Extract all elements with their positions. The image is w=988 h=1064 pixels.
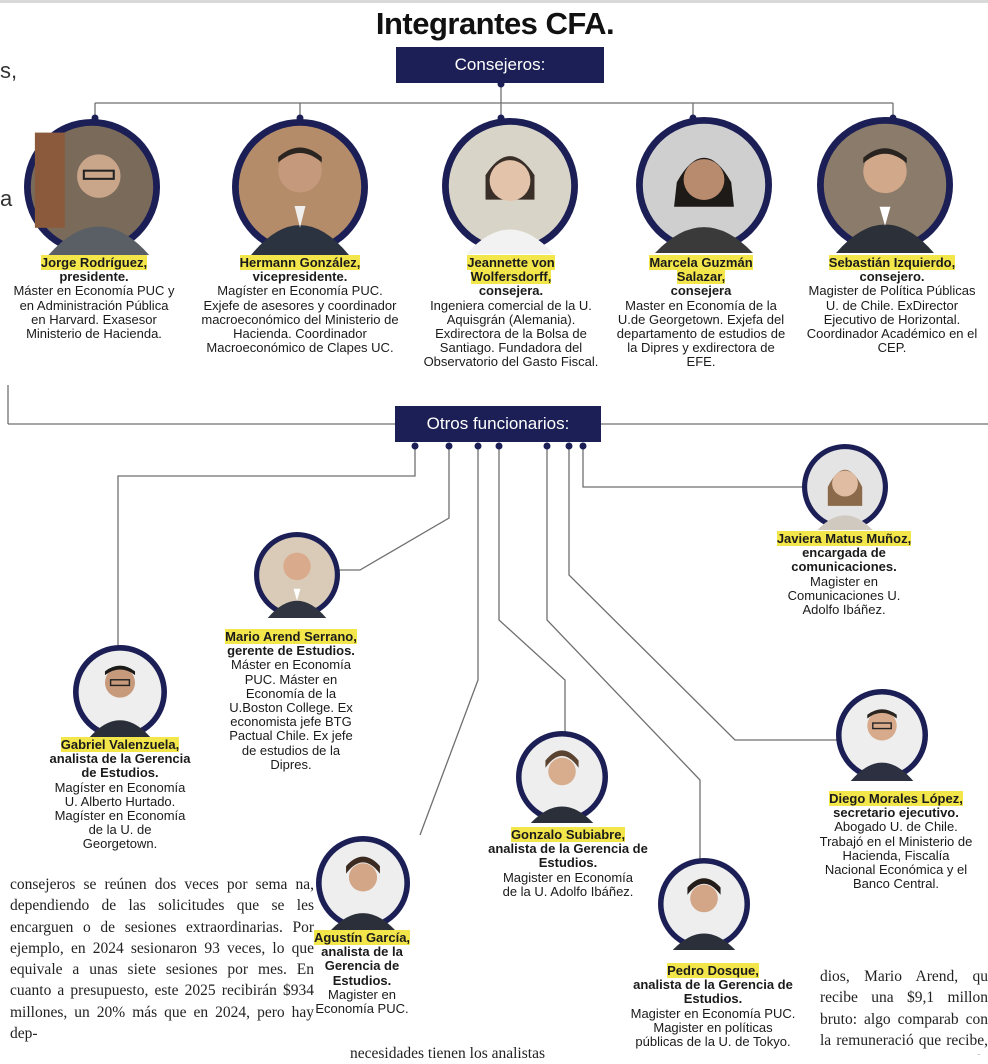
person-card-hermann-gonzalez: Hermann González, vicepresidente. Magíst… bbox=[200, 255, 400, 356]
article-middle-column: necesidades tienen los analistas bbox=[350, 1045, 545, 1062]
avatar-sebastian-izquierdo bbox=[817, 117, 953, 253]
article-fragment-middle: a bbox=[0, 186, 13, 211]
person-role: analista de la Gerencia de Estudios. bbox=[321, 944, 403, 988]
avatar-jorge-rodriguez bbox=[24, 119, 160, 255]
person-name: Sebastián Izquierdo, bbox=[828, 255, 956, 270]
person-name: Javiera Matus Muñoz, bbox=[776, 531, 912, 546]
person-card-gabriel-valenzuela: Gabriel Valenzuela, analista de la Geren… bbox=[40, 737, 200, 852]
person-card-gonzalo-subiabre: Gonzalo Subiabre, analista de la Gerenci… bbox=[486, 827, 650, 899]
page-title: Integrantes CFA. bbox=[375, 6, 615, 41]
person-name: Hermann González, bbox=[239, 255, 361, 270]
person-card-javiera-matus: Javiera Matus Muñoz, encargada de comuni… bbox=[764, 531, 924, 618]
person-role: analista de la Gerencia de Estudios. bbox=[488, 841, 648, 871]
person-role: encargada de comunicaciones. bbox=[791, 545, 897, 575]
person-name: Gabriel Valenzuela, bbox=[60, 737, 180, 752]
avatar-marcela-guzman bbox=[636, 117, 772, 253]
article-right-column: dios, Mario Arend, qu recibe una $9,1 mi… bbox=[820, 968, 988, 1055]
person-description: Ingeniera comercial de la U. Aquisgrán (… bbox=[423, 297, 599, 370]
avatar-hermann-gonzalez bbox=[232, 119, 368, 255]
person-description: Magister en Comunicaciones U. Adolfo Ibá… bbox=[787, 573, 901, 618]
avatar-diego-morales bbox=[836, 689, 928, 781]
person-card-marcela-guzman: Marcela Guzmán Salazar, consejera Master… bbox=[616, 255, 786, 370]
person-name: Jorge Rodríguez, bbox=[40, 255, 148, 270]
person-description: Abogado U. de Chile. Trabajó en el Minis… bbox=[819, 819, 973, 892]
person-card-diego-morales: Diego Morales López, secretario ejecutiv… bbox=[814, 791, 978, 892]
person-role: vicepresidente. bbox=[252, 269, 348, 285]
avatar-gonzalo-subiabre bbox=[516, 731, 608, 823]
person-description: Magister en Economía PUC. Magister en po… bbox=[630, 1005, 796, 1050]
person-card-jeannette-von-wolfersdorff: Jeannette von Wolfersdorff, consejera. I… bbox=[416, 255, 606, 370]
person-card-jorge-rodriguez: Jorge Rodríguez, presidente. Máster en E… bbox=[12, 255, 176, 342]
person-description: Magíster en Economía PUC. Exjefe de ases… bbox=[201, 283, 399, 356]
person-role: analista de la Gerencia de Estudios. bbox=[49, 751, 191, 781]
avatar-agustin-garcia bbox=[316, 836, 410, 930]
person-name: Agustín García, bbox=[313, 930, 411, 945]
person-card-sebastian-izquierdo: Sebastián Izquierdo, consejero. Magister… bbox=[804, 255, 980, 356]
person-card-pedro-dosque: Pedro Dosque, analista de la Gerencia de… bbox=[620, 963, 806, 1050]
section-label-otros-funcionarios: Otros funcionarios: bbox=[395, 406, 601, 442]
person-description: Máster en Economía PUC y en Administraci… bbox=[13, 283, 175, 342]
avatar-gabriel-valenzuela bbox=[73, 645, 167, 739]
person-card-agustin-garcia: Agustín García, analista de la Gerencia … bbox=[300, 930, 424, 1017]
person-name: Pedro Dosque, bbox=[667, 963, 759, 978]
person-role: secretario ejecutivo. bbox=[833, 805, 959, 821]
person-name: Jeannette von Wolfersdorff, bbox=[467, 255, 555, 285]
section-label-consejeros: Consejeros: bbox=[396, 47, 604, 83]
article-fragment-top: s, bbox=[0, 58, 18, 83]
top-rule bbox=[0, 0, 988, 3]
avatar-javiera-matus bbox=[802, 444, 888, 530]
person-description: Master en Economía de la U.de Georgetown… bbox=[616, 297, 786, 370]
person-name: Gonzalo Subiabre, bbox=[510, 827, 626, 842]
person-card-mario-arend: Mario Arend Serrano, gerente de Estudios… bbox=[208, 629, 374, 772]
person-description: Magíster en Economía U. Alberto Hurtado.… bbox=[54, 779, 186, 852]
person-description: Magister en Economía PUC. bbox=[315, 986, 409, 1017]
person-role: analista de la Gerencia de Estudios. bbox=[633, 977, 793, 1007]
person-role: presidente. bbox=[59, 269, 129, 285]
person-description: Magister de Política Públicas U. de Chil… bbox=[806, 283, 978, 356]
person-role: consejero. bbox=[859, 269, 925, 285]
person-name: Diego Morales López, bbox=[829, 791, 963, 806]
article-left-column: consejeros se reúnen dos veces por sema … bbox=[10, 876, 314, 1043]
person-name: Mario Arend Serrano, bbox=[225, 629, 357, 644]
avatar-mario-arend bbox=[254, 532, 340, 618]
person-role: consejera bbox=[670, 283, 732, 299]
person-name: Marcela Guzmán Salazar, bbox=[649, 255, 753, 285]
person-description: Máster en Economía PUC. Máster en Econom… bbox=[229, 657, 353, 772]
avatar-pedro-dosque bbox=[658, 858, 750, 950]
person-role: gerente de Estudios. bbox=[227, 643, 355, 659]
person-description: Magister en Economía de la U. Adolfo Ibá… bbox=[502, 869, 634, 899]
avatar-jeannette-von-wolfersdorff bbox=[442, 118, 578, 254]
person-role: consejera. bbox=[478, 283, 544, 299]
